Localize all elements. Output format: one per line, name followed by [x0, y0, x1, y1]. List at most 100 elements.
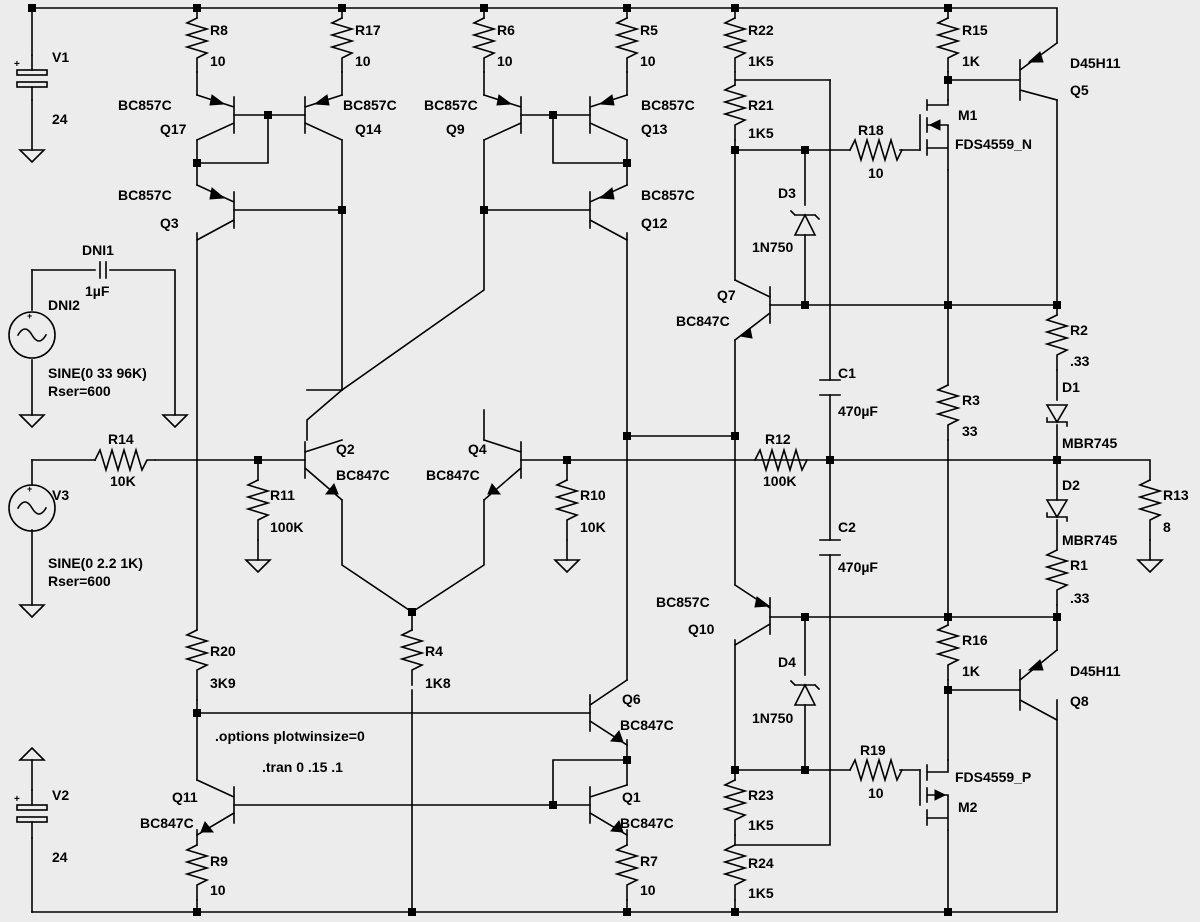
label-R8-value: 10: [210, 53, 226, 69]
resistor-R5: [614, 16, 640, 73]
transistor-Q9: [482, 93, 523, 142]
transistor-Q17: [195, 93, 236, 142]
label-R19-name: R19: [860, 742, 886, 758]
resistor-R6: [471, 16, 497, 73]
label-R9-name: R9: [210, 853, 228, 869]
label-V3-rser: Rser=600: [48, 573, 111, 589]
label-Q6-value: BC847C: [620, 717, 674, 733]
label-V2-value: 24: [52, 849, 68, 865]
label-D1-value: MBR745: [1062, 435, 1117, 451]
resistors: [93, 16, 1163, 901]
battery-V1: +: [14, 54, 48, 101]
label-R4-value: 1K8: [425, 675, 451, 691]
resistor-R12: [753, 447, 809, 473]
label-R16-name: R16: [962, 632, 988, 648]
label-Q13-value: BC857C: [641, 97, 695, 113]
resistor-R15: [935, 16, 961, 73]
label-V1-value: 24: [52, 111, 68, 127]
label-R10-name: R10: [580, 487, 606, 503]
resistor-R22: [722, 16, 748, 73]
label-R4-name: R4: [425, 643, 443, 659]
resistor-R17: [329, 16, 355, 73]
label-Q1-value: BC847C: [620, 815, 674, 831]
label-Q1-name: Q1: [622, 789, 641, 805]
svg-text:+: +: [27, 311, 32, 321]
resistor-R16: [935, 623, 961, 681]
label-Q12-value: BC857C: [641, 187, 695, 203]
label-R5-value: 10: [640, 53, 656, 69]
label-R2-name: R2: [1070, 322, 1088, 338]
mosfet-M2: [919, 759, 949, 831]
label-Q8-name: Q8: [1070, 693, 1089, 709]
capacitor-DNI1: [99, 261, 107, 279]
label-Q3-name: Q3: [160, 215, 179, 231]
label-R17-value: 10: [355, 53, 371, 69]
label-D4-name: D4: [778, 654, 796, 670]
label-V3-value: SINE(0 2.2 1K): [48, 555, 143, 571]
label-C1-value: 470µF: [838, 403, 878, 419]
label-R21-value: 1K5: [748, 125, 774, 141]
transistor-Q14: [303, 93, 344, 142]
resistor-R3: [935, 383, 961, 441]
label-R11-name: R11: [270, 487, 295, 503]
label-R11-value: 100K: [270, 519, 303, 535]
resistor-R21: [722, 83, 748, 141]
resistor-R10: [554, 478, 580, 541]
label-R1-name: R1: [1070, 557, 1088, 573]
resistor-R18: [848, 137, 904, 163]
label-Q7-name: Q7: [717, 287, 736, 303]
mosfets: [919, 99, 949, 831]
label-C2-name: C2: [838, 519, 856, 535]
label-R14-name: R14: [108, 431, 134, 447]
label-R24-name: R24: [748, 855, 774, 871]
sine-source-DNI2: +: [8, 311, 56, 359]
label-DNI2-value: SINE(0 33 96K): [48, 365, 147, 381]
label-D3-name: D3: [778, 185, 796, 201]
resistor-R7: [614, 843, 640, 901]
label-M1-name: M1: [958, 107, 978, 123]
label-R6-value: 10: [497, 53, 513, 69]
label-R7-name: R7: [640, 853, 658, 869]
label-R10-value: 10K: [580, 519, 606, 535]
transistor-Q12: [588, 183, 629, 242]
label-R22-value: 1K5: [748, 53, 774, 69]
label-V1-name: V1: [52, 49, 69, 65]
battery-V2: +: [14, 789, 48, 839]
capacitor-C1: [819, 379, 841, 396]
label-R20-value: 3K9: [210, 675, 236, 691]
spice-directive-options: .options plotwinsize=0: [215, 728, 365, 744]
resistor-R23: [722, 778, 748, 836]
resistor-R2: [1044, 313, 1070, 371]
grounds: [18, 149, 1164, 761]
label-D3-value: 1N750: [752, 239, 793, 255]
transistor-Q13: [588, 93, 629, 142]
label-R18-name: R18: [858, 122, 884, 138]
label-Q17-name: Q17: [160, 121, 187, 137]
resistor-R9: [184, 843, 210, 901]
label-Q7-value: BC847C: [676, 313, 730, 329]
label-Q13-name: Q13: [641, 121, 668, 137]
labels: V1 24 V2 24 V3 SINE(0 2.2 1K) Rser=600 D…: [48, 22, 1189, 901]
label-Q10-name: Q10: [688, 621, 715, 637]
schottky-D1: [1045, 404, 1069, 427]
label-DNI1-value: 1µF: [85, 283, 110, 299]
label-D4-value: 1N750: [752, 710, 793, 726]
label-Q2-value: BC847C: [336, 467, 390, 483]
mosfet-M1: [919, 99, 949, 171]
label-Q17-value: BC857C: [118, 97, 172, 113]
resistor-R20: [184, 628, 210, 701]
transistor-Q2: [303, 438, 344, 502]
label-R1-value: .33: [1070, 590, 1090, 606]
label-DNI2-name: DNI2: [48, 297, 80, 313]
label-Q2-name: Q2: [336, 441, 355, 457]
resistor-R24: [722, 843, 748, 901]
label-R16-value: 1K: [962, 663, 980, 679]
spice-directive-tran: .tran 0 .15 .1: [262, 759, 343, 775]
transistor-Q1: [588, 783, 629, 837]
label-R19-value: 10: [868, 785, 884, 801]
label-Q8-value: D45H11: [1070, 663, 1121, 679]
label-Q5-value: D45H11: [1070, 55, 1121, 71]
sources: + + + +: [8, 54, 56, 839]
resistor-R14: [93, 447, 156, 473]
